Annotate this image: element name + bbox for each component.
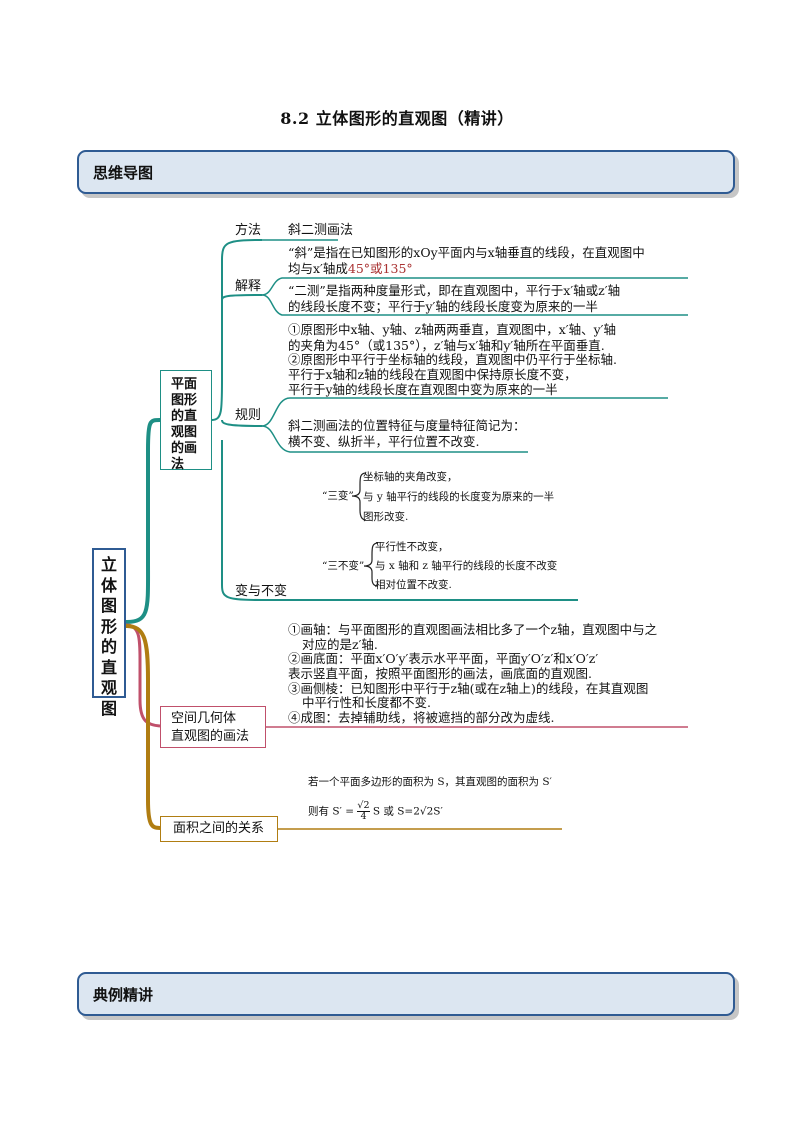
branch-area-node: 面积之间的关系 (160, 816, 278, 842)
section-header-examples: 典例精讲 (77, 972, 735, 1016)
three-change-item: 坐标轴的夹角改变， (363, 471, 458, 483)
rules-line5: 平行于y轴的线段长度在直观图中变为原来的一半 (288, 382, 558, 397)
section-header-mindmap: 思维导图 (77, 150, 735, 194)
solid-step: 表示竖直平面，按照平面图形的画法，画底面的直观图. (288, 666, 592, 681)
brace-three-keep (363, 542, 379, 587)
branch-solid-node: 空间几何体 直观图的画法 (160, 706, 266, 748)
rules-summary1: 斜二测画法的位置特征与度量特征简记为： (288, 418, 526, 433)
section-title: 思维导图 (93, 164, 154, 182)
connector-explain (221, 294, 263, 301)
method-value: 斜二测画法 (288, 223, 354, 238)
solid-step: 对应的是z′轴. (302, 637, 378, 652)
connector-method (211, 239, 263, 421)
explain-label: 解释 (235, 279, 262, 294)
rules-summary2: 横不变、纵折半，平行位置不改变. (288, 434, 480, 449)
three-change-item: 图形改变. (363, 511, 409, 523)
change-label: 变与不变 (235, 584, 288, 599)
area-line1: 若一个平面多边形的面积为 S，其直观图的面积为 S′ (308, 776, 552, 788)
solid-step: ①画轴：与平面图形的直观图画法相比多了一个z轴，直观图中与之 (288, 622, 658, 637)
three-keep-item: 相对位置不改变. (375, 579, 452, 591)
brace-three-change (351, 472, 367, 521)
rules-line3: ②原图形中平行于坐标轴的线段，直观图中仍平行于坐标轴. (288, 352, 617, 367)
area-line2: 则有 S′ = √2 4 S 或 S=2√2S′ (308, 800, 443, 822)
three-keep-label: “三不变” (322, 560, 365, 572)
solid-step: ③画侧棱：已知图形中平行于z轴(或在z轴上)的线段，在其直观图 (288, 681, 649, 696)
connector-rules (221, 419, 263, 427)
method-label: 方法 (235, 223, 262, 238)
solid-step: ④成图：去掉辅助线，将被遮挡的部分改为虚线. (288, 710, 555, 725)
three-change-item: 与 y 轴平行的线段的长度变为原来的一半 (363, 491, 555, 503)
area-fraction: √2 4 (357, 800, 370, 822)
root-node: 立体图形的直观图 (92, 548, 126, 718)
angle-value: 45°或135° (347, 261, 413, 276)
rules-line1: ①原图形中x轴、y轴、z轴两两垂直，直观图中，x′轴、y′轴 (288, 322, 616, 337)
rules-line2: 的夹角为45°（或135°），z′轴与x′轴和y′轴所在平面垂直. (288, 338, 605, 353)
connector-change (221, 440, 578, 601)
explain-ercel-line2: 的线段长度不变；平行于y′轴的线段长度变为原来的一半 (288, 299, 598, 314)
connector-root-area (125, 624, 161, 830)
section-title: 典例精讲 (93, 986, 154, 1004)
explain-xie-line1: “斜”是指在已知图形的xOy平面内与x轴垂直的线段，在直观图中 (288, 245, 645, 260)
three-change-label: “三变” (322, 490, 354, 502)
solid-step: ②画底面：平面x′O′y′表示水平平面，平面y′O′z′和x′O′z′ (288, 651, 599, 666)
page-title: 8.2 立体图形的直观图（精讲） (280, 109, 514, 128)
connector-root-plane (125, 418, 161, 624)
rules-label: 规则 (235, 408, 262, 423)
solid-step: 中平行性和长度都不变. (302, 695, 431, 710)
explain-ercel-line1: “二测”是指两种度量形式，即在直观图中，平行于x′轴或z′轴 (288, 283, 621, 298)
three-keep-item: 与 x 轴和 z 轴平行的线段的长度不改变 (375, 560, 558, 572)
rules-line4: 平行于x轴和z轴的线段在直观图中保持原长度不变， (288, 367, 577, 382)
branch-plane-node: 平面图形的直观图的画法 (160, 370, 212, 472)
explain-xie-line2: 均与x′轴成45°或135° (288, 261, 413, 276)
three-keep-item: 平行性不改变， (375, 541, 449, 553)
